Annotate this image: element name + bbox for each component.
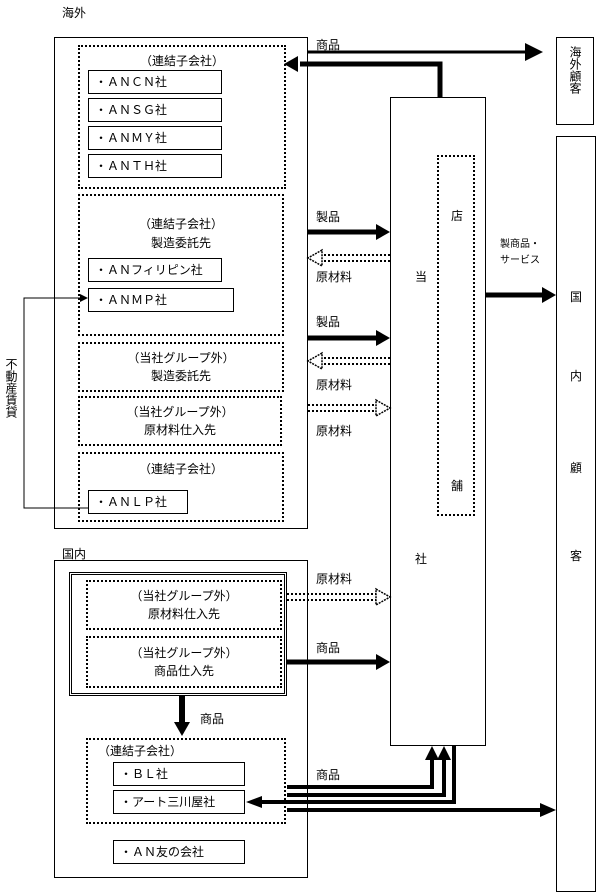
company-anmp: ・ＡＮＭＰ社 [88, 288, 234, 312]
flow-label-raw-domestic: 原材料 [316, 572, 353, 586]
group-title: （当社グループ外） [130, 646, 238, 660]
group-subtitle: 商品仕入先 [153, 664, 214, 678]
overseas-anlp-group: （連結子会社） [78, 452, 284, 522]
group-subtitle: 製造委託先 [150, 369, 211, 383]
flow-label-product-down: 商品 [200, 712, 225, 726]
company-ancn: ・ＡＮＣＮ社 [88, 70, 222, 94]
group-title: （当社グループ外） [127, 351, 235, 365]
flow-label-raw-2: 原材料 [316, 378, 353, 392]
domestic-external-suppliers-container [69, 572, 287, 696]
company-anmy: ・ＡＮＭＹ社 [88, 126, 222, 150]
flow-label-product-bl: 商品 [316, 768, 341, 782]
store-label-top: 店 [451, 209, 464, 223]
arrow-head-domestic-customers [542, 287, 556, 303]
arrow-raw-3 [308, 404, 376, 412]
group-title: （連結子会社） [139, 54, 224, 68]
group-title: （連結子会社） [138, 462, 223, 476]
domestic-customers-label-3: 顧 [570, 459, 582, 476]
arrow-head-bottom-domestic [540, 803, 556, 817]
arrow-head-bl-to-company [425, 746, 439, 760]
domestic-region-box [54, 560, 308, 878]
arrow-head-seihin-2 [376, 330, 390, 346]
group-title: （当社グループ外） [126, 405, 234, 419]
overseas-customers-box: 海外顧客 [556, 37, 594, 125]
arrow-head-art-to-company [437, 746, 451, 760]
company-an-tomonokai: ・ＡＮ友の会社 [113, 840, 245, 864]
domestic-customer-char-3: 顧 [570, 461, 583, 475]
company-an-philippines: ・ＡＮフィリピン社 [88, 258, 222, 282]
flow-label-seihin-1: 製品 [316, 210, 341, 224]
arrow-art-to-company [287, 758, 446, 797]
group-title: （連結子会社） [138, 217, 223, 231]
store-label-bottom: 舗 [451, 479, 464, 493]
domestic-external-product-group: （当社グループ外） 商品仕入先 [86, 636, 282, 688]
real-estate-connector [23, 297, 88, 509]
arrow-raw-1 [322, 254, 390, 262]
domestic-customers-label-2: 内 [570, 367, 582, 384]
company-art-mikawaya: ・アート三川屋社 [113, 790, 245, 814]
overseas-external-raw-material-group: （当社グループ外） 原材料仕入先 [78, 396, 282, 446]
flow-label-raw-3: 原材料 [316, 424, 353, 438]
group-title: （当社グループ外） [130, 589, 238, 603]
arrow-head-seihin-1 [376, 224, 390, 240]
flow-label-to-domestic: 製商品・ サービス [500, 239, 540, 266]
domestic-customer-char-1: 国 [570, 290, 583, 304]
arrow-raw-domestic [287, 593, 376, 601]
domestic-customer-char-2: 内 [570, 369, 583, 383]
flow-label-seihin-2: 製品 [316, 315, 341, 329]
real-estate-label: 不動産賃貸 [4, 358, 18, 418]
store-box: 店 舗 [437, 155, 475, 516]
group-subtitle: 原材料仕入先 [143, 423, 216, 437]
flow-label-product-domestic: 商品 [316, 641, 341, 655]
domestic-external-raw-material-group: （当社グループ外） 原材料仕入先 [86, 580, 282, 630]
group-subtitle: 原材料仕入先 [147, 607, 220, 621]
company-label-bottom: 社 [415, 552, 428, 566]
arrow-head-company-to-art [246, 796, 262, 808]
overseas-subsidiaries-group: （連結子会社） [78, 45, 286, 189]
overseas-customers-label: 海外顧客 [568, 46, 582, 94]
arrow-head-raw-3 [375, 398, 392, 418]
flow-label-product-top: 商品 [316, 38, 341, 52]
company-bl: ・ＢＬ社 [113, 762, 245, 786]
arrow-head-raw-domestic [375, 587, 392, 607]
arrow-bl-to-company [287, 758, 434, 789]
company-ansg: ・ＡＮＳＧ社 [88, 98, 222, 122]
domestic-subsidiaries-group: （連結子会社） [86, 738, 286, 824]
overseas-region-label: 海外 [62, 6, 87, 20]
arrow-company-to-overseas-subs [300, 61, 443, 97]
domestic-customers-label-4: 客 [570, 547, 582, 564]
company-anlp: ・ＡＮＬＰ社 [88, 490, 188, 514]
arrow-head-product-down [174, 722, 190, 736]
company-label-top: 当 [415, 270, 428, 284]
arrow-head-raw-2 [306, 351, 323, 371]
company-anth: ・ＡＮＴＨ社 [88, 154, 222, 178]
overseas-manufacturing-subsidiaries-group: （連結子会社） 製造委託先 [78, 194, 284, 336]
domestic-customers-label-1: 国 [570, 287, 582, 307]
arrow-head-overseas-subs [284, 56, 298, 72]
domestic-customer-char-4: 客 [570, 549, 583, 563]
arrow-company-to-art [262, 746, 456, 804]
arrow-head-product-domestic [376, 654, 390, 670]
domestic-customers-box: 国 内 顧 客 [556, 136, 596, 892]
overseas-region-box [54, 37, 308, 529]
group-title: （連結子会社） [98, 744, 183, 758]
overseas-external-manufacturer-group: （当社グループ外） 製造委託先 [78, 342, 284, 392]
arrow-raw-2 [322, 357, 390, 365]
arrow-head-real-estate [80, 294, 88, 302]
arrow-head-raw-1 [306, 248, 323, 268]
flow-label-raw-1: 原材料 [316, 270, 353, 284]
group-subtitle: 製造委託先 [150, 236, 211, 250]
domestic-region-label: 国内 [62, 547, 87, 561]
